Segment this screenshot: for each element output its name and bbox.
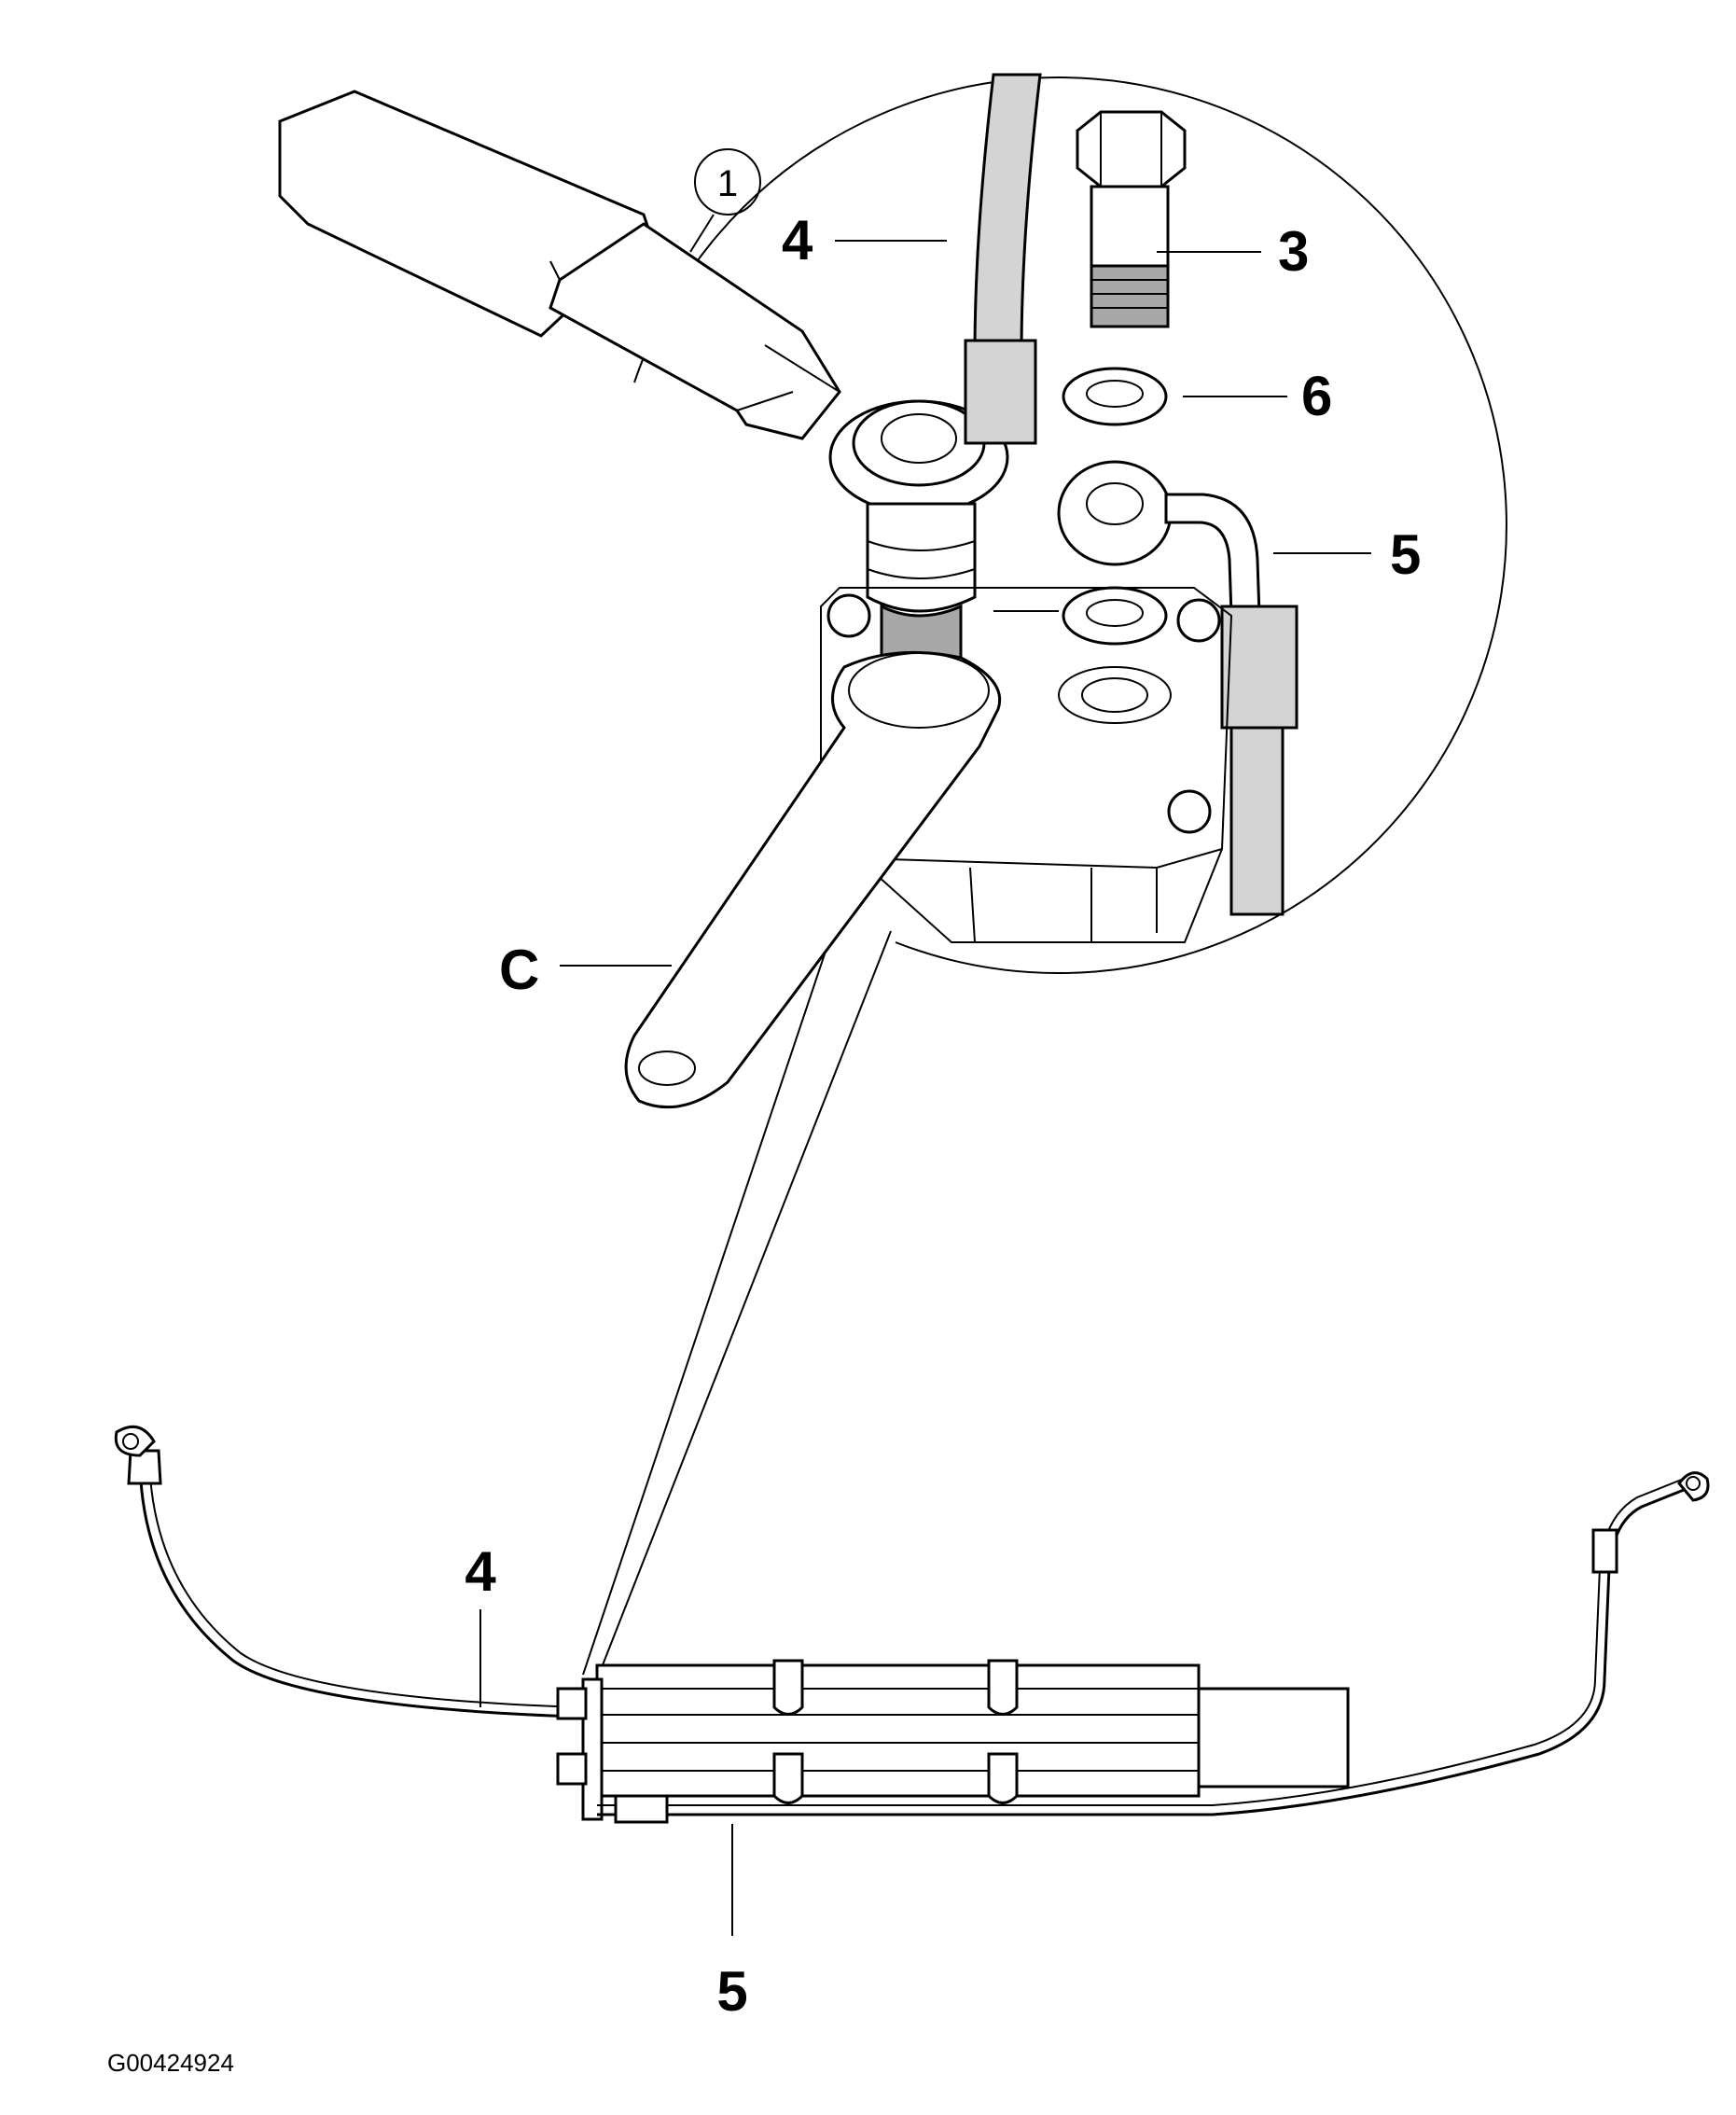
spanner-body [624,650,1002,1109]
detail-circle [633,77,1507,975]
bolt-shank [1090,185,1170,268]
oil-line-5-eye-hole [1686,1476,1701,1491]
cooler-port-face [1058,666,1172,724]
callout-3-label: 3 [1278,220,1309,283]
housing-ribs [969,867,1158,943]
banjo-pipe [1164,493,1261,618]
banjo-eye [1057,460,1173,566]
socket-adapter [866,502,977,613]
cooler-port-bore [1081,677,1148,713]
lower-seal-and-port [993,586,1172,724]
oil-cooler-assembly: 4 5 [114,1425,1710,2023]
oil-line-4-hose [973,73,1042,356]
housing-body [857,848,1223,943]
oil-line-5-ferrule [1220,605,1299,730]
mount-bolt-bottom [1167,789,1212,834]
bolt-thread [1090,264,1170,328]
callout-1-label: 1 [717,163,738,204]
cooler-body [595,1663,1201,1798]
cooler-end-cap [1197,1687,1350,1788]
cooler-fitting-top [556,1687,588,1720]
callout-1-circle [694,148,761,216]
oil-line-5-right-fitting [1591,1528,1618,1574]
oil-line-4-ferrule [964,339,1037,445]
mounting-clip-2 [987,1659,1019,1716]
oil-line-5-detail: 5 [1057,460,1421,916]
banjo-eye-hole [1086,482,1144,525]
wrench-shaft [549,222,841,440]
lower-seal-ring [1062,586,1168,646]
mount-bolt-left [826,593,871,638]
callout-6-label: 6 [1301,365,1332,427]
callout-5-top-label: 5 [1390,523,1421,586]
callout-4-bottom-label: 4 [465,1540,496,1603]
bolt-thread-lines [1091,279,1168,309]
callout-1-group: 1 [689,148,761,253]
mount-bolt-right [1176,598,1221,643]
oil-line-5-fitting [614,1794,669,1824]
sealing-ring-6: 6 [1062,365,1332,427]
cooler-housing-detail [820,587,1233,943]
socket-adapter-rings [867,540,976,579]
mounting-clip-1 [772,1659,804,1716]
callout-5-bottom-label: 5 [716,1960,747,2023]
oil-line-4-end-fitting [127,1449,162,1485]
detail-leader-line-left [582,895,845,1676]
oil-line-5-eye [1677,1471,1710,1502]
bolt-head [1076,110,1187,188]
spanner-c: C [499,650,1002,1109]
oil-line-4-eye [114,1425,156,1457]
figure-id: G00424924 [107,2049,234,2077]
cooler-body-fins [597,1688,1199,1772]
mounting-clip-4 [987,1752,1019,1804]
callout-c-label: C [499,939,539,1001]
detail-leader-line-right [596,930,892,1680]
detail-view [582,77,1507,1680]
spanner-end-hole [638,1051,696,1086]
callout-1-leader [689,214,715,253]
crowfoot-bore [881,413,957,464]
banjo-bolt-3: 3 [1076,110,1309,328]
oil-line-4-eye-hole [122,1433,139,1450]
cooler-fitting-bottom [556,1752,588,1786]
bolt-head-facets [1100,112,1162,187]
oil-line-4-inner [148,1454,579,1708]
spanner-jaw [848,652,990,729]
cooler-left-end [581,1677,604,1821]
torque-wrench [278,90,1009,683]
seal-ring-outer [1062,367,1168,426]
mounting-clip-3 [772,1752,804,1804]
wrench-shaft-ridge [736,344,840,411]
seal-ring-inner [1086,380,1144,408]
callout-4-top-label: 4 [782,209,813,271]
lower-seal-ring-inner [1086,599,1144,627]
oil-line-4 [138,1454,579,1718]
oil-line-4-detail: 4 [782,73,1042,445]
